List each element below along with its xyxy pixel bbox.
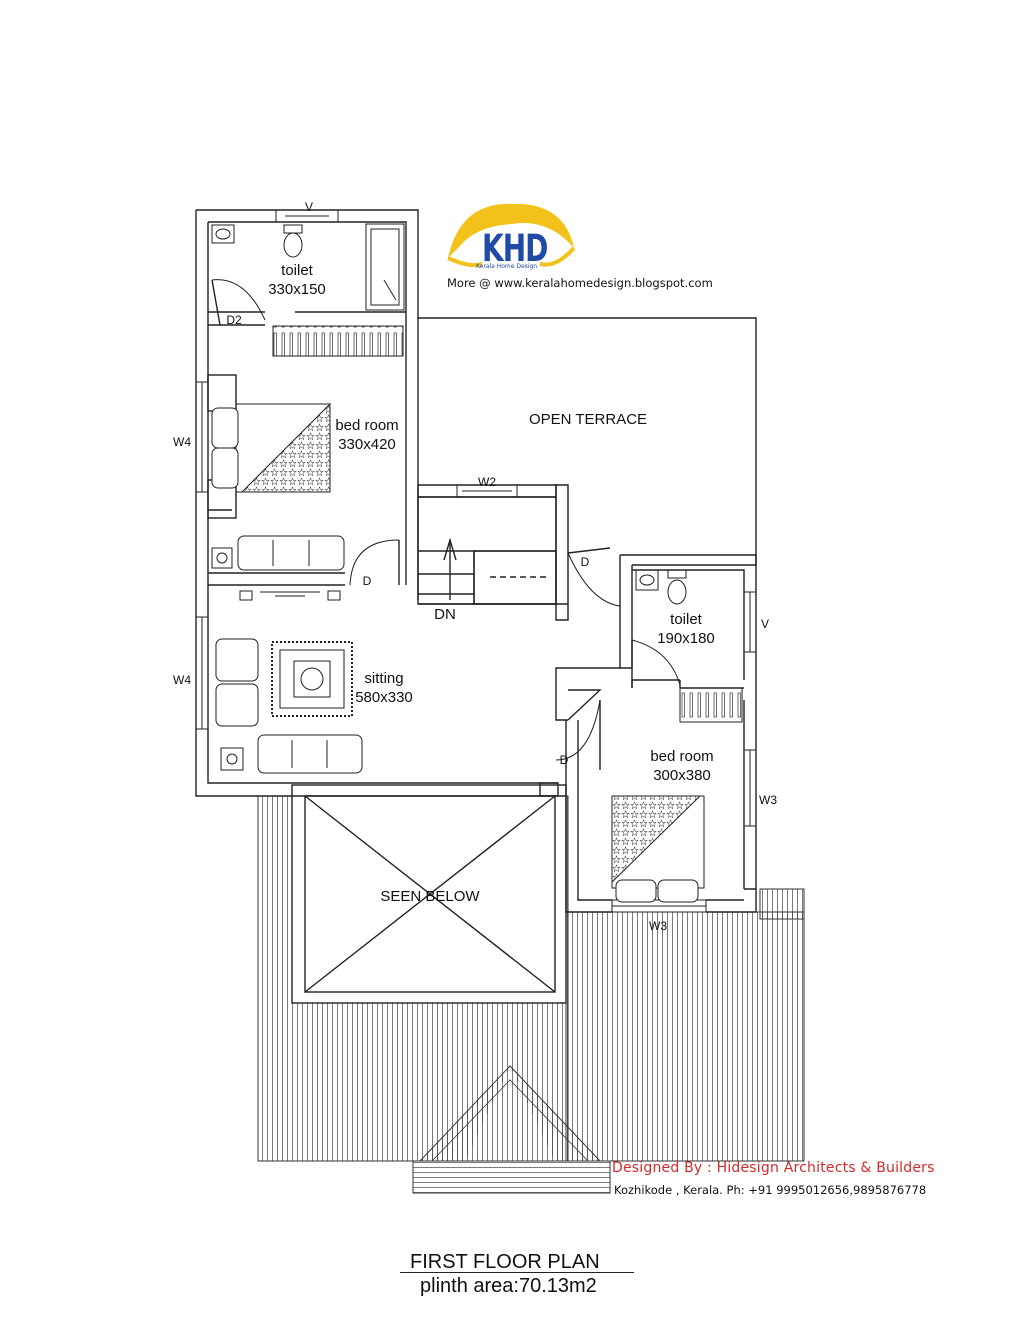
toilet-top-fixtures xyxy=(211,223,405,311)
room-bedroom-right-size: 300x380 xyxy=(653,767,711,784)
room-toilet-right-name: toilet xyxy=(670,611,702,628)
blog-link-text: More @ www.keralahomedesign.blogspot.com xyxy=(447,276,713,290)
tv-console xyxy=(239,590,341,601)
bed-right xyxy=(611,795,705,903)
room-sitting-name: sitting xyxy=(364,670,404,687)
tag-v-right: V xyxy=(760,617,769,631)
room-open-terrace: OPEN TERRACE xyxy=(528,411,648,428)
room-bedroom-left-size: 330x420 xyxy=(338,436,396,453)
plan-title: FIRST FLOOR PLAN xyxy=(410,1251,600,1273)
stair-dn-label: DN xyxy=(434,606,456,623)
room-sitting-size: 580x330 xyxy=(355,689,413,706)
tag-w4-upper: W4 xyxy=(173,435,191,449)
toilet-right-fixtures xyxy=(635,569,687,605)
tag-w3-right: W3 xyxy=(759,793,777,807)
logo-subtitle: Kerala Home Design xyxy=(476,263,538,270)
roof-lower-right xyxy=(565,888,805,1162)
room-bedroom-right-name: bed room xyxy=(650,748,714,765)
tag-w3-bottom: W3 xyxy=(649,919,667,933)
tag-w4-lower: W4 xyxy=(173,673,191,687)
designer-contact: Kozhikode , Kerala. Ph: +91 9995012656,9… xyxy=(614,1183,927,1197)
room-toilet-right-size: 190x180 xyxy=(657,630,715,647)
tag-d-stair: D xyxy=(580,555,590,569)
room-toilet-top-size: 330x150 xyxy=(268,281,326,298)
designed-by-credit: Designed By : Hidesign Architects & Buil… xyxy=(612,1160,935,1176)
room-bedroom-left-name: bed room xyxy=(335,417,399,434)
khd-logo xyxy=(447,203,576,268)
sofa-left-bedroom xyxy=(211,535,345,571)
title-underline xyxy=(400,1272,634,1273)
tag-w2: W2 xyxy=(478,475,496,489)
logo-letters: KHD xyxy=(482,226,548,271)
plinth-area: plinth area:70.13m2 xyxy=(420,1275,597,1297)
room-toilet-top-name: toilet xyxy=(281,262,313,279)
roof-gable xyxy=(412,1065,611,1194)
room-seen-below: SEEN BELOW xyxy=(380,888,480,905)
tag-d-lower: D xyxy=(559,753,569,767)
tag-v-top: V xyxy=(304,200,313,214)
sitting-furniture xyxy=(215,638,363,774)
tag-d2: D2 xyxy=(226,313,242,327)
wardrobe-left xyxy=(272,325,404,357)
tag-d-left: D xyxy=(362,574,372,588)
wardrobe-right xyxy=(679,687,743,723)
doors xyxy=(211,279,681,770)
bed-left xyxy=(211,402,331,493)
